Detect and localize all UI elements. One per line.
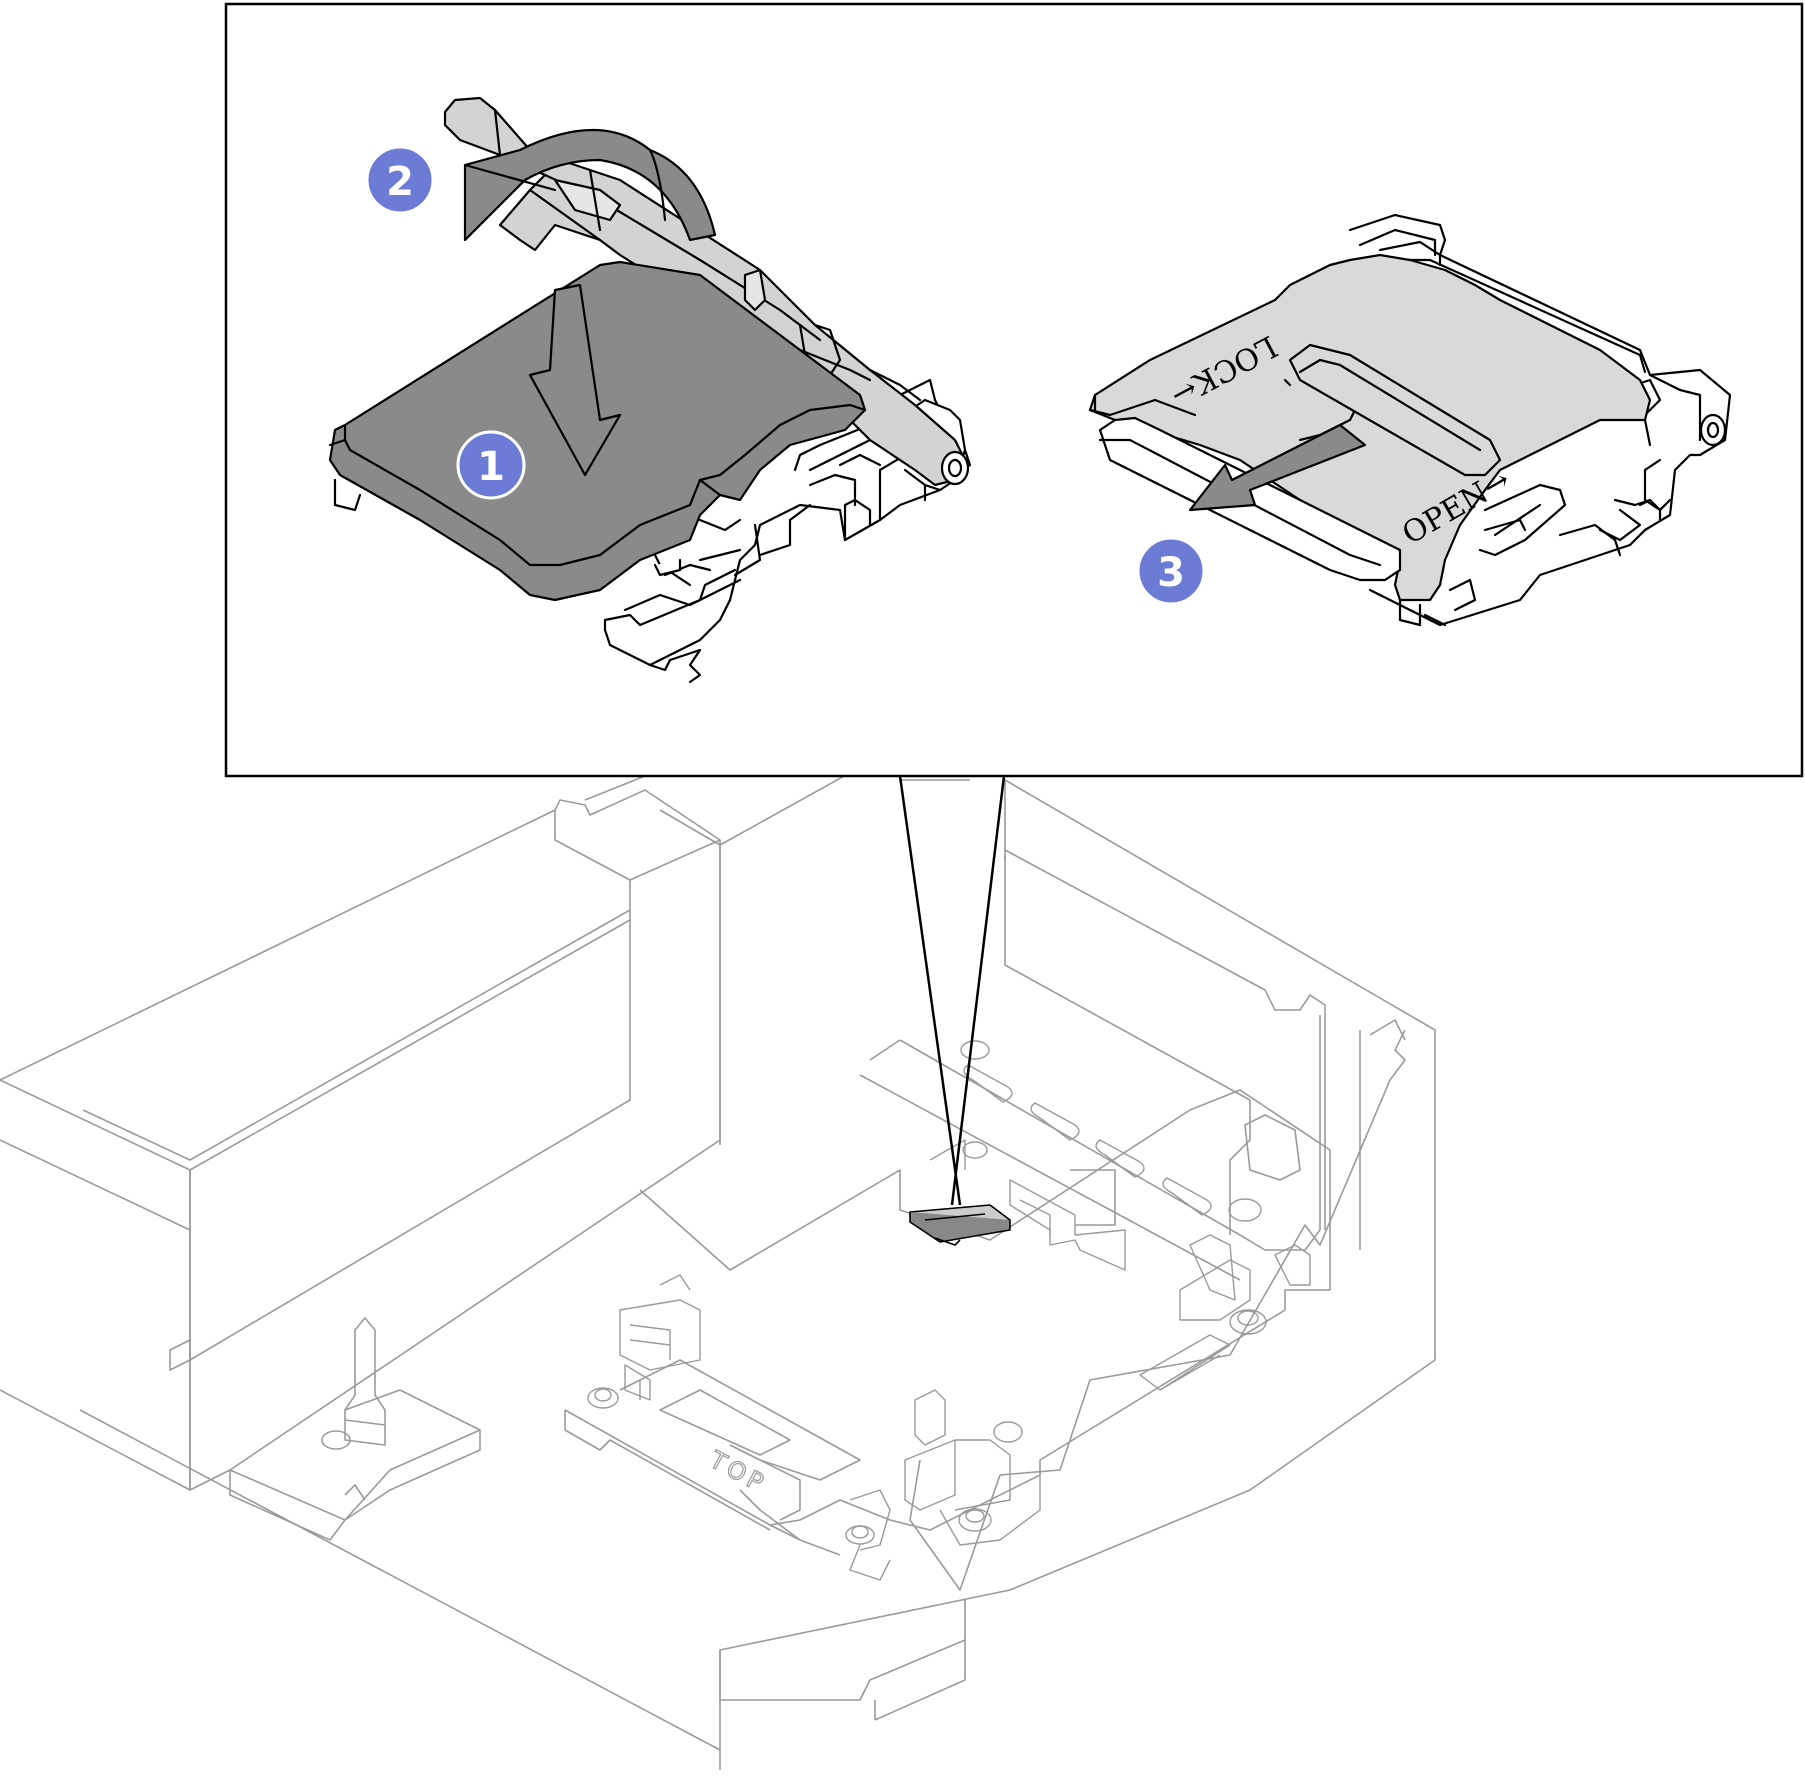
- step-3-badge: 3: [1136, 536, 1206, 606]
- card-holder-left: [328, 96, 972, 684]
- step-3-label: 3: [1157, 550, 1185, 596]
- step-1-label: 1: [477, 444, 505, 490]
- step-1-badge: 1: [456, 430, 526, 500]
- card-holder-right: [1088, 213, 1732, 627]
- board-top-label: TOP: [704, 1445, 771, 1498]
- microsd-connector-small: [909, 1204, 1011, 1246]
- step-2-label: 2: [386, 159, 414, 205]
- server-chassis: [0, 744, 1436, 1770]
- step-2-badge: 2: [365, 145, 435, 215]
- zoom-callout-frame: [224, 2, 1804, 1206]
